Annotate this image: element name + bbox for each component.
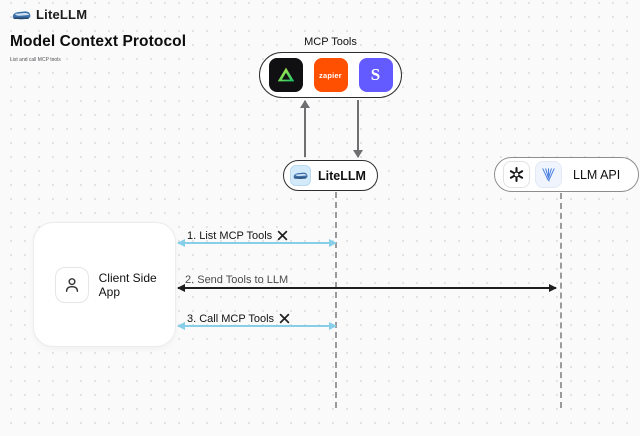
message-3-label: 3. Call MCP Tools	[187, 312, 291, 325]
arrow-litellm-to-mcp-up	[299, 100, 311, 157]
green-triangle-tool-icon	[268, 58, 303, 92]
tools-icon	[277, 230, 288, 241]
client-side-app-label: Client Side App	[98, 270, 157, 299]
page-title: Model Context Protocol	[10, 33, 187, 50]
message-2-text: 2. Send Tools to LLM	[185, 274, 289, 286]
message-2-arrow	[177, 284, 557, 292]
litellm-node-label: LiteLLM	[318, 168, 366, 183]
tools-icon	[279, 313, 290, 324]
brand-name: LiteLLM	[36, 7, 88, 22]
brand: LiteLLM	[12, 7, 87, 22]
llm-api-node-label: LLM API	[573, 167, 621, 182]
zapier-icon: zapier	[313, 58, 348, 92]
litellm-lifeline	[335, 192, 337, 408]
client-side-app-node: Client Side App	[33, 222, 176, 347]
arrow-mcp-to-litellm-down	[352, 100, 364, 158]
litellm-node: LiteLLM	[283, 160, 378, 191]
openai-icon	[503, 161, 530, 188]
mcp-tools-box: zapier S	[259, 52, 402, 98]
message-3-text: 3. Call MCP Tools	[187, 312, 275, 325]
page-subtitle: List and call MCP tools	[10, 57, 61, 63]
stripe-letter: S	[370, 65, 381, 84]
stripe-icon: S	[358, 58, 393, 92]
message-1-arrow	[177, 239, 337, 247]
mcp-tools-label: MCP Tools	[304, 36, 357, 48]
message-1-label: 1. List MCP Tools	[187, 229, 289, 242]
litellm-node-icon	[290, 165, 311, 186]
message-3-arrow	[177, 322, 337, 330]
zapier-wordmark: zapier	[319, 70, 342, 80]
llm-api-lifeline	[560, 193, 562, 408]
message-1-text: 1. List MCP Tools	[187, 229, 273, 242]
message-2-label: 2. Send Tools to LLM	[185, 274, 288, 286]
llm-provider-icon	[535, 161, 562, 188]
litellm-logo-icon	[12, 10, 31, 19]
llm-api-node: LLM API	[494, 157, 639, 192]
person-icon	[55, 266, 89, 303]
